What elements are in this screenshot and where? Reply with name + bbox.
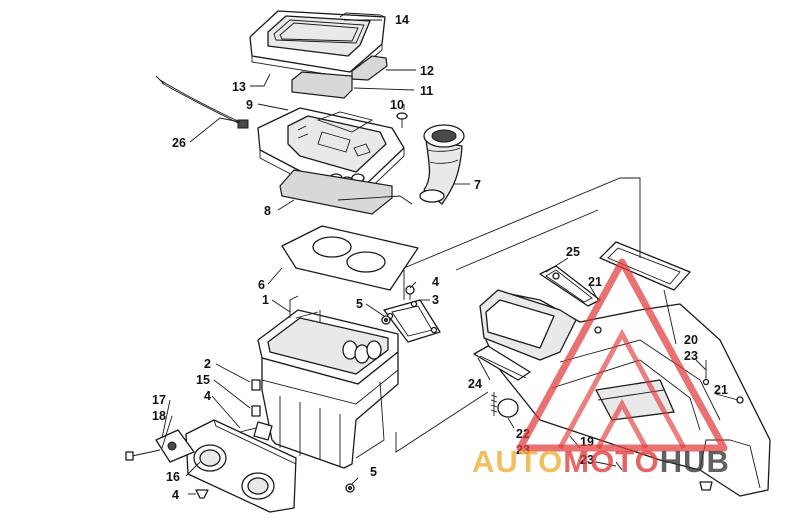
guide-line xyxy=(455,209,599,271)
label-part-5-upper: 5 xyxy=(356,297,363,311)
label-part-8: 8 xyxy=(264,204,271,218)
label-part-4-lower: 4 xyxy=(172,488,179,502)
label-part-13: 13 xyxy=(232,80,246,94)
grille-frame-part xyxy=(599,241,691,291)
part-labels: 14 12 11 13 9 10 26 7 8 6 1 4 5 3 2 15 4… xyxy=(152,13,728,502)
bottom-foam-part xyxy=(279,169,393,215)
watermark-hub: HUB xyxy=(660,444,730,479)
guide-line xyxy=(337,195,413,205)
screw-part xyxy=(396,112,408,128)
label-part-7: 7 xyxy=(474,178,481,192)
label-part-12: 12 xyxy=(420,64,434,78)
label-part-3: 3 xyxy=(432,293,439,307)
watermark-inner-mark xyxy=(557,328,687,450)
watermark-inner-mark xyxy=(595,398,649,450)
threaded-bolt-part xyxy=(490,392,519,418)
label-part-24: 24 xyxy=(468,377,482,391)
label-part-20: 20 xyxy=(684,333,698,347)
nut-15-part xyxy=(251,405,261,417)
label-part-5-lower: 5 xyxy=(370,465,377,479)
label-part-21-upper: 21 xyxy=(588,275,602,289)
watermark-logo: AUTOMOTOHUB xyxy=(472,258,730,479)
label-part-15: 15 xyxy=(196,373,210,387)
leader-lines xyxy=(161,19,739,495)
bolt-upper-part xyxy=(405,285,415,300)
intake-elbow-part xyxy=(419,124,465,205)
bracket-24-part xyxy=(473,345,531,381)
label-part-14: 14 xyxy=(395,13,409,27)
main-airbox-part xyxy=(257,295,399,469)
watermark-moto: MOTO xyxy=(563,444,659,479)
label-part-6: 6 xyxy=(258,278,265,292)
watermark-triangle xyxy=(516,258,728,452)
label-part-1: 1 xyxy=(262,293,269,307)
washer-upper-part xyxy=(381,315,391,325)
foam-pad-part xyxy=(291,71,353,99)
lid-cover-part xyxy=(249,10,386,79)
label-part-4-middle: 4 xyxy=(204,389,211,403)
label-part-17: 17 xyxy=(152,393,166,407)
label-part-23-lower: 23 xyxy=(580,453,594,467)
bolt-middle-part xyxy=(239,421,273,441)
label-part-21-lower: 21 xyxy=(714,383,728,397)
label-part-26: 26 xyxy=(172,136,186,150)
gasket-plate-part xyxy=(281,225,419,291)
label-part-18: 18 xyxy=(152,409,166,423)
bolt-lower-part xyxy=(195,489,209,499)
label-part-16: 16 xyxy=(166,470,180,484)
watermark-text: AUTOMOTOHUB xyxy=(472,444,730,479)
label-part-11: 11 xyxy=(420,84,433,98)
long-bolt-part xyxy=(125,449,161,461)
label-part-23-upper: 23 xyxy=(684,349,698,363)
side-plate-part xyxy=(383,299,441,343)
label-part-10: 10 xyxy=(390,98,404,112)
label-part-2: 2 xyxy=(204,357,211,371)
label-part-9: 9 xyxy=(246,98,253,112)
intake-bracket-part xyxy=(185,419,297,513)
watermark-auto: AUTO xyxy=(472,444,563,479)
label-part-4-upper: 4 xyxy=(432,275,439,289)
washer-lower-part xyxy=(345,483,355,493)
fastener-23-lower xyxy=(615,461,623,471)
label-part-25: 25 xyxy=(566,245,580,259)
fastener-mid xyxy=(594,326,602,334)
fastener-bottom xyxy=(699,481,713,491)
guide-line xyxy=(395,391,489,453)
screw-2-part xyxy=(251,379,261,391)
guide-line xyxy=(403,177,641,269)
fastener-23-upper-head xyxy=(702,378,710,386)
fastener-21-upper xyxy=(552,272,560,280)
